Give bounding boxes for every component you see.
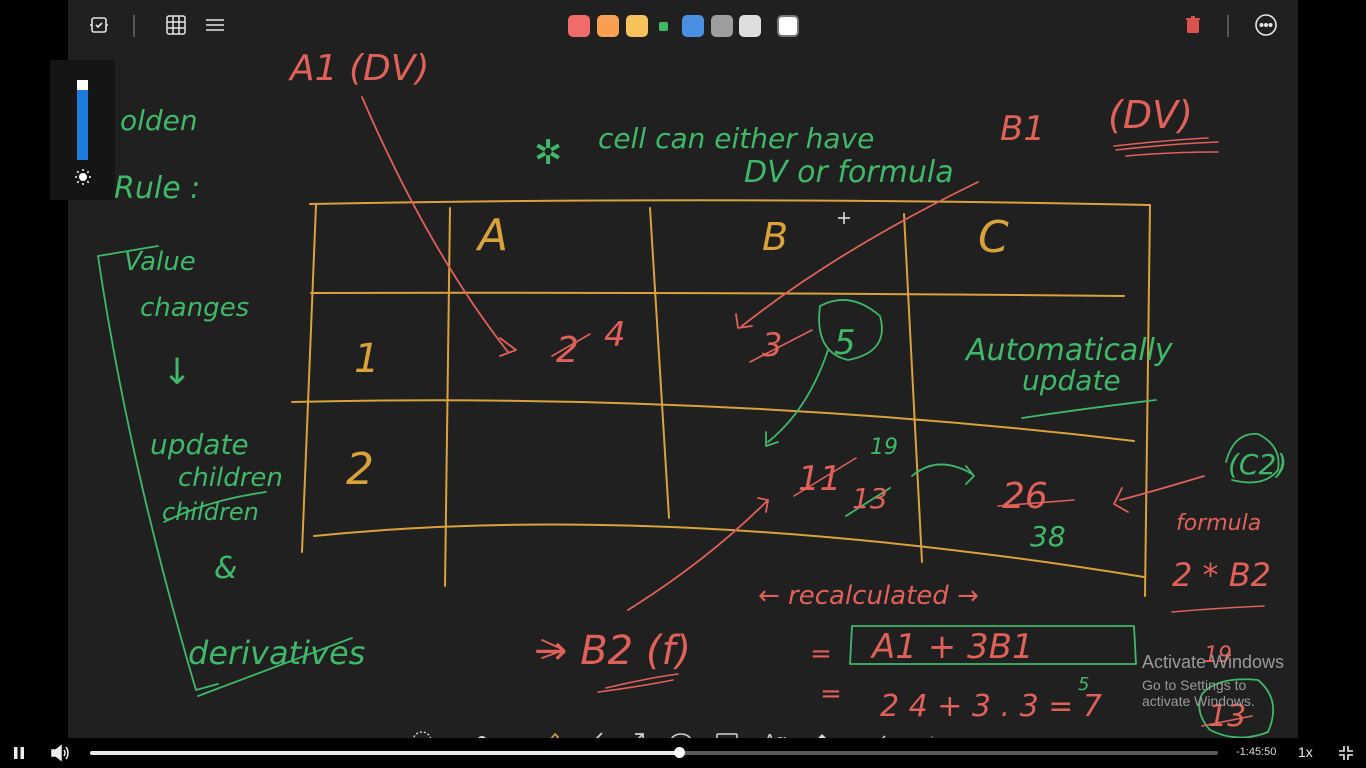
col-c-header: C bbox=[978, 212, 1009, 263]
a1-old-value: 2 bbox=[556, 330, 579, 371]
row-2-header: 2 bbox=[346, 444, 374, 495]
color-swatch-green[interactable] bbox=[659, 22, 668, 31]
more-icon[interactable] bbox=[1253, 12, 1279, 38]
sidebar-derivatives: derivatives bbox=[188, 634, 365, 672]
eq-small-19: 19 bbox=[1204, 643, 1232, 668]
color-swatch-light-gray[interactable] bbox=[739, 15, 761, 37]
c2-formula: 2 * B2 bbox=[1172, 556, 1271, 594]
volume-icon[interactable] bbox=[50, 744, 70, 762]
time-remaining: -1:45:50 bbox=[1236, 746, 1277, 758]
brightness-panel bbox=[50, 60, 115, 200]
grid-icon[interactable] bbox=[163, 12, 189, 38]
c2-formula-word: formula bbox=[1176, 511, 1261, 536]
sidebar-arrow: ↓ bbox=[162, 352, 192, 393]
color-swatch-yellow[interactable] bbox=[626, 15, 648, 37]
sidebar-changes: changes bbox=[140, 293, 249, 323]
crosshair-cursor-icon bbox=[838, 212, 850, 224]
color-swatch-red[interactable] bbox=[568, 15, 590, 37]
a1-new-value: 4 bbox=[604, 315, 626, 355]
drawing-board: A1 (DV) B1 (DV) 2 4 3 11 13 26 ← recalcu… bbox=[97, 48, 1287, 738]
activate-windows-subtitle: Go to Settings to activate Windows. bbox=[1142, 677, 1255, 709]
toolbar-divider bbox=[133, 15, 135, 37]
b1-old-value: 3 bbox=[762, 326, 782, 364]
color-swatch-white-selected[interactable] bbox=[777, 15, 799, 37]
result-strike bbox=[1201, 715, 1253, 727]
lines-icon[interactable] bbox=[202, 12, 228, 38]
eq1-body: A1 + 3B1 bbox=[870, 627, 1034, 667]
sidebar-partial: olden bbox=[120, 104, 198, 137]
seek-bar-progress bbox=[90, 751, 679, 755]
b2-new-value: 19 bbox=[870, 435, 898, 460]
recalculated-label: ← recalculated → bbox=[758, 581, 979, 611]
color-swatch-gray[interactable] bbox=[711, 15, 733, 37]
brightness-icon bbox=[74, 168, 92, 191]
auto-line1: Automatically bbox=[964, 333, 1174, 368]
eq2-body: 2 4 + 3 . 3 = 7 bbox=[880, 689, 1102, 724]
whiteboard-canvas[interactable]: A1 (DV) B1 (DV) 2 4 3 11 13 26 ← recalcu… bbox=[68, 0, 1298, 738]
a1-dv-label: A1 (DV) bbox=[288, 48, 429, 89]
brightness-slider[interactable] bbox=[77, 80, 88, 160]
sidebar-value: Value bbox=[124, 247, 196, 277]
b2-old1: 11 bbox=[798, 459, 841, 499]
trash-icon[interactable] bbox=[1180, 12, 1206, 38]
color-swatch-orange[interactable] bbox=[597, 15, 619, 37]
eq-result: 13 bbox=[1208, 699, 1246, 734]
c2-old: 26 bbox=[1002, 476, 1048, 517]
table-grid bbox=[291, 199, 1151, 597]
c2-new: 38 bbox=[1030, 520, 1066, 553]
shape-recognize-icon[interactable] bbox=[86, 12, 112, 38]
sidebar-struck: children bbox=[162, 498, 259, 526]
col-a-header: A bbox=[475, 210, 508, 261]
note-line2: DV or formula bbox=[744, 155, 954, 190]
fullscreen-exit-icon[interactable] bbox=[1338, 745, 1354, 761]
col-b-header: B bbox=[762, 215, 788, 259]
eq2-prefix: = bbox=[820, 679, 842, 709]
b1-dv-label: (DV) bbox=[1108, 93, 1193, 137]
sidebar-children: children bbox=[178, 463, 283, 493]
row-1-header: 1 bbox=[354, 336, 379, 382]
c2-circle-label: (C2) bbox=[1228, 448, 1287, 481]
eq1-prefix: = bbox=[810, 639, 832, 669]
b2-label: → B2 (f) bbox=[534, 628, 691, 674]
strikes bbox=[551, 137, 1265, 693]
auto-line2: update bbox=[1022, 364, 1121, 397]
sidebar-rule: Rule : bbox=[114, 171, 200, 206]
playback-speed-button[interactable]: 1x bbox=[1298, 744, 1313, 760]
result-circle bbox=[1198, 678, 1275, 738]
color-swatch-blue[interactable] bbox=[682, 15, 704, 37]
red-arrows bbox=[361, 96, 1205, 659]
note-star: ✲ bbox=[534, 133, 563, 173]
eq-small-5: 5 bbox=[1078, 674, 1089, 695]
toolbar-divider bbox=[1227, 15, 1229, 37]
b2-old2: 13 bbox=[852, 482, 888, 515]
pause-icon[interactable] bbox=[12, 746, 26, 760]
activate-windows-title: Activate Windows bbox=[1142, 652, 1285, 672]
green-ink bbox=[97, 245, 1280, 697]
sidebar-amp: & bbox=[214, 551, 237, 586]
b1-new-value: 5 bbox=[834, 323, 856, 363]
b1-label: B1 bbox=[1000, 109, 1045, 149]
note-line1: cell can either have bbox=[598, 122, 874, 155]
seek-bar-thumb[interactable] bbox=[673, 747, 685, 758]
seek-bar[interactable] bbox=[90, 747, 1218, 758]
sidebar-update: update bbox=[150, 428, 249, 461]
